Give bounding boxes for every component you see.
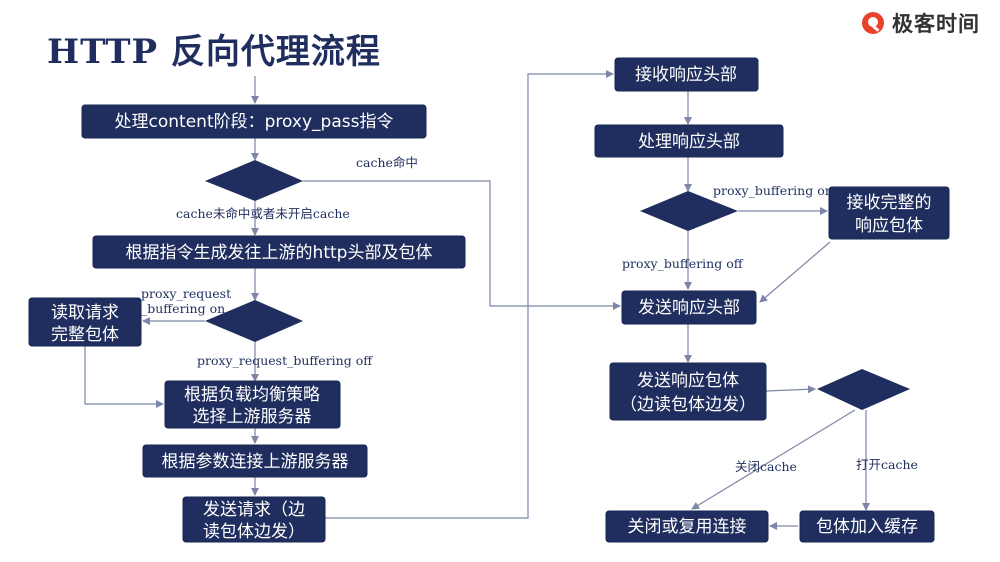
page-title: HTTP 反向代理流程	[47, 32, 381, 72]
node-add-cache-text: 包体加入缓存	[816, 517, 918, 537]
label-cache-on: 打开cache	[856, 457, 918, 472]
node-connect-upstream-text: 根据参数连接上游服务器	[162, 452, 349, 472]
node-send-request-line1: 发送请求（边	[203, 500, 305, 520]
node-send-body-line1: 发送响应包体	[637, 371, 739, 391]
logo-text: 极客时间	[892, 12, 980, 36]
node-read-body: 读取请求 完整包体	[28, 297, 142, 347]
node-read-body-line1: 读取请求	[51, 303, 119, 323]
decision-cache	[205, 160, 303, 201]
node-close-reuse-text: 关闭或复用连接	[628, 517, 747, 537]
node-recv-full-body: 接收完整的 响应包体	[828, 186, 950, 240]
decision-proxy-buffering	[640, 191, 738, 231]
node-recv-full-body-line2: 响应包体	[855, 216, 923, 236]
node-close-reuse: 关闭或复用连接	[605, 510, 769, 543]
label-buffering-off: proxy_buffering off	[622, 256, 744, 271]
node-connect-upstream: 根据参数连接上游服务器	[142, 444, 368, 478]
label-req-buffering-off: proxy_request_buffering off	[197, 353, 373, 368]
geektime-logo-icon	[862, 12, 884, 34]
edge-send-to-recvheader	[325, 70, 614, 519]
label-req-buffering-on-2: _buffering on	[141, 301, 225, 316]
label-cache-off: 关闭cache	[735, 459, 797, 474]
node-content-phase-text: 处理content阶段：proxy_pass指令	[115, 112, 394, 132]
edge-cache-off	[691, 409, 856, 510]
edge-sendbody-to-decision	[765, 385, 816, 394]
label-req-buffering-on-1: proxy_request	[141, 286, 231, 301]
node-send-body: 发送响应包体 （边读包体边发）	[609, 362, 767, 421]
node-add-cache: 包体加入缓存	[799, 510, 935, 543]
decision-request-buffering	[205, 300, 303, 342]
node-gen-header: 根据指令生成发往上游的http头部及包体	[92, 235, 466, 269]
label-buffering-on: proxy_buffering on	[713, 183, 833, 198]
node-gen-header-text: 根据指令生成发往上游的http头部及包体	[126, 243, 433, 263]
node-choose-upstream-line2: 选择上游服务器	[193, 407, 312, 427]
node-process-header-text: 处理响应头部	[638, 132, 740, 152]
decision-cache-enabled	[817, 369, 910, 410]
node-process-header: 处理响应头部	[594, 124, 784, 158]
label-cache-miss: cache未命中或者未开启cache	[176, 206, 350, 221]
label-cache-hit: cache命中	[356, 155, 418, 170]
brand-logo: 极客时间	[860, 6, 980, 40]
node-read-body-line2: 完整包体	[51, 325, 119, 345]
node-choose-upstream-line1: 根据负载均衡策略	[184, 385, 320, 405]
node-recv-full-body-line1: 接收完整的	[847, 193, 932, 213]
node-choose-upstream: 根据负载均衡策略 选择上游服务器	[164, 380, 341, 429]
node-send-header: 发送响应头部	[621, 290, 757, 325]
edge-cache-hit	[303, 180, 621, 310]
edge-fullbody-to-sendheader	[759, 241, 831, 303]
node-send-request-line2: 读包体边发）	[203, 522, 305, 542]
node-recv-header: 接收响应头部	[614, 57, 759, 92]
node-content-phase: 处理content阶段：proxy_pass指令	[81, 104, 427, 139]
node-send-body-line2: （边读包体边发）	[620, 395, 756, 415]
node-send-request: 发送请求（边 读包体边发）	[182, 496, 326, 543]
edge-readbody-to-choose	[84, 346, 164, 408]
node-recv-header-text: 接收响应头部	[635, 65, 737, 85]
node-send-header-text: 发送响应头部	[638, 298, 740, 318]
